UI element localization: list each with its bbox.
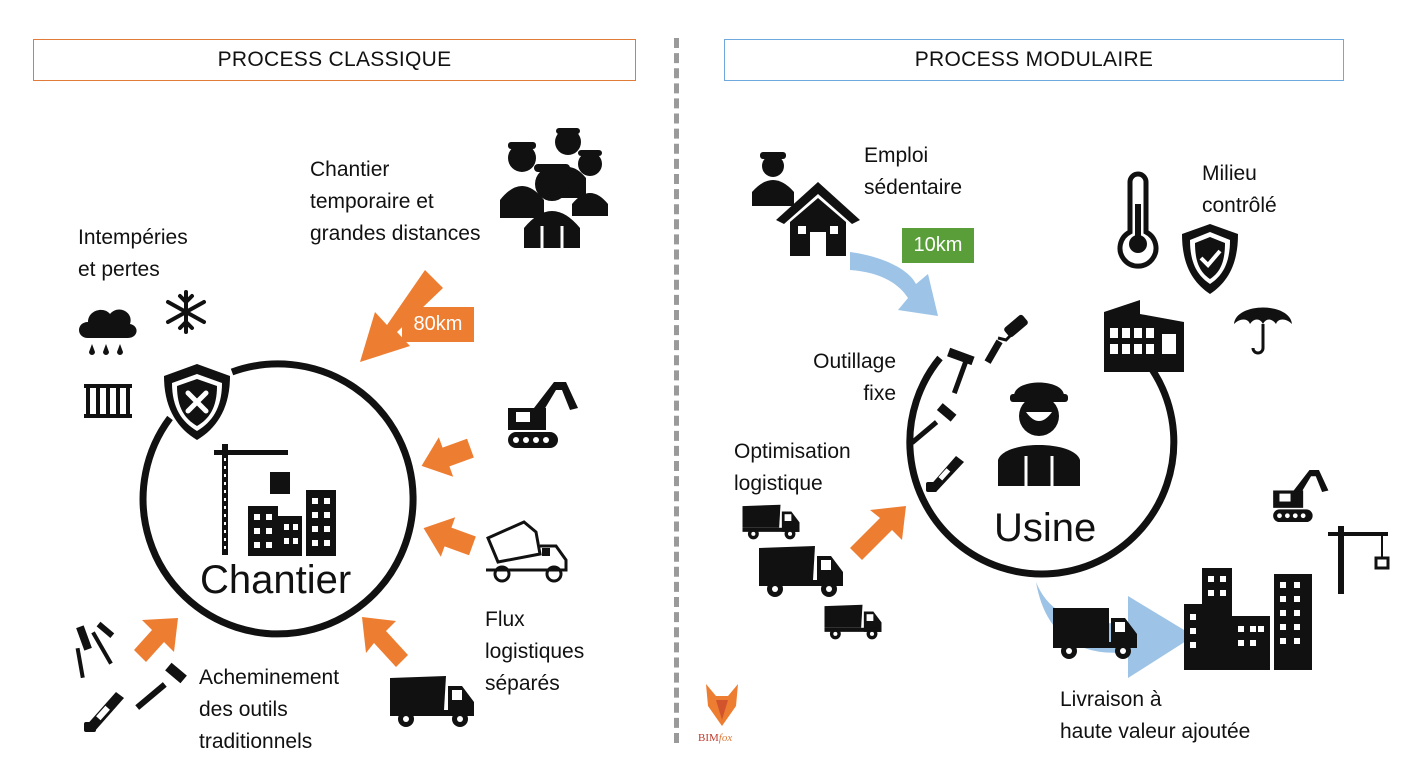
thermometer-icon [1117,171,1159,269]
fixed-tools-label: Outillage fixe [813,350,896,405]
worker-icon [752,152,794,206]
tower-crane-icon [1328,526,1390,594]
excavator-icon [508,382,578,448]
factory-worker-icon [998,382,1080,486]
site-label: Chantier temporaire et grandes distances [310,158,481,245]
dump-truck-icon [742,504,800,540]
arrow-icon [423,517,476,557]
delivery-label: Livraison à haute valeur ajoutée [1060,688,1251,743]
hammer-icon [947,347,975,394]
shield-cross-icon [164,364,230,440]
header-process-modulaire: PROCESS MODULAIRE [724,39,1344,81]
snowflake-icon [166,290,206,334]
chantier-center-label: Chantier [200,558,352,602]
cement-mixer-truck-icon [486,520,568,583]
bimfox-logo-text: BIMfox [698,732,732,744]
buildings-icon [1184,568,1312,670]
arrow-icon [360,270,443,362]
arrow-icon [134,618,178,662]
fence-icon [84,384,132,418]
bimfox-logo-bim: BIM [698,732,719,744]
saw-icon [926,456,964,492]
excavator-icon [1273,469,1329,523]
house-icon [776,182,860,256]
usine-center-label: Usine [994,506,1097,550]
logistics-label: Optimisation logistique [734,440,851,495]
dump-truck-icon [824,604,882,640]
header-process-classique: PROCESS CLASSIQUE [33,39,636,81]
environment-label: Milieu contrôlé [1202,162,1277,217]
flows-label: Flux logistiques séparés [485,608,585,695]
hammer-icon [135,662,187,710]
hammer-icon [910,403,957,445]
paint-roller-icon [984,314,1028,364]
factory-icon [1104,300,1184,372]
construction-site-icon [214,444,336,556]
blue-arrow-icon [850,252,938,316]
pickaxe-icon [75,621,115,679]
saw-icon [84,692,124,732]
bimfox-logo-fox: fox [718,732,733,744]
shield-check-icon [1182,224,1238,294]
rain-cloud-icon [79,309,137,355]
arrow-icon [362,617,408,667]
bimfox-logo-icon [706,684,738,726]
umbrella-icon [1234,307,1292,355]
dump-truck-icon [759,546,843,597]
distance-badge-10km: 10km [902,228,974,263]
dump-truck-icon [390,676,474,727]
arrow-icon [421,437,474,477]
workers-group-icon [500,128,608,248]
arrow-icon [850,506,906,560]
job-label: Emploi sédentaire [864,144,963,199]
delivery-truck-icon [1053,608,1137,659]
weather-label: Intempéries et pertes [78,226,188,281]
panel-divider [674,38,679,743]
tools-transport-label: Acheminement des outils traditionnels [199,666,340,753]
